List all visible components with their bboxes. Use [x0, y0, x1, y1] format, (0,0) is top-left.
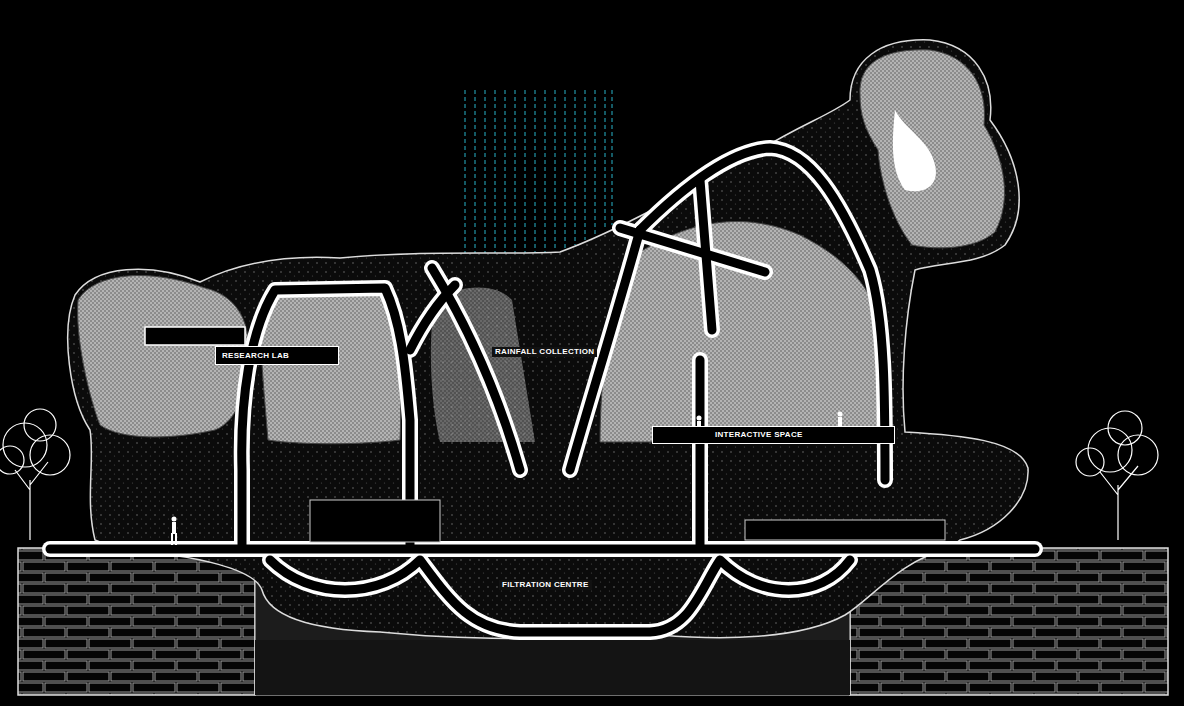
interactive-space-slab: INTERACTIVE SPACE — [652, 426, 895, 444]
space-label: FILTRATION CENTRE — [499, 580, 592, 590]
space-name: INTERACTIVE SPACE — [715, 431, 803, 439]
research-lab-slab: RESEARCH LAB — [215, 346, 339, 365]
space-label: RAINFALL COLLECTION — [492, 347, 597, 357]
space-name: RESEARCH LAB — [222, 352, 289, 360]
